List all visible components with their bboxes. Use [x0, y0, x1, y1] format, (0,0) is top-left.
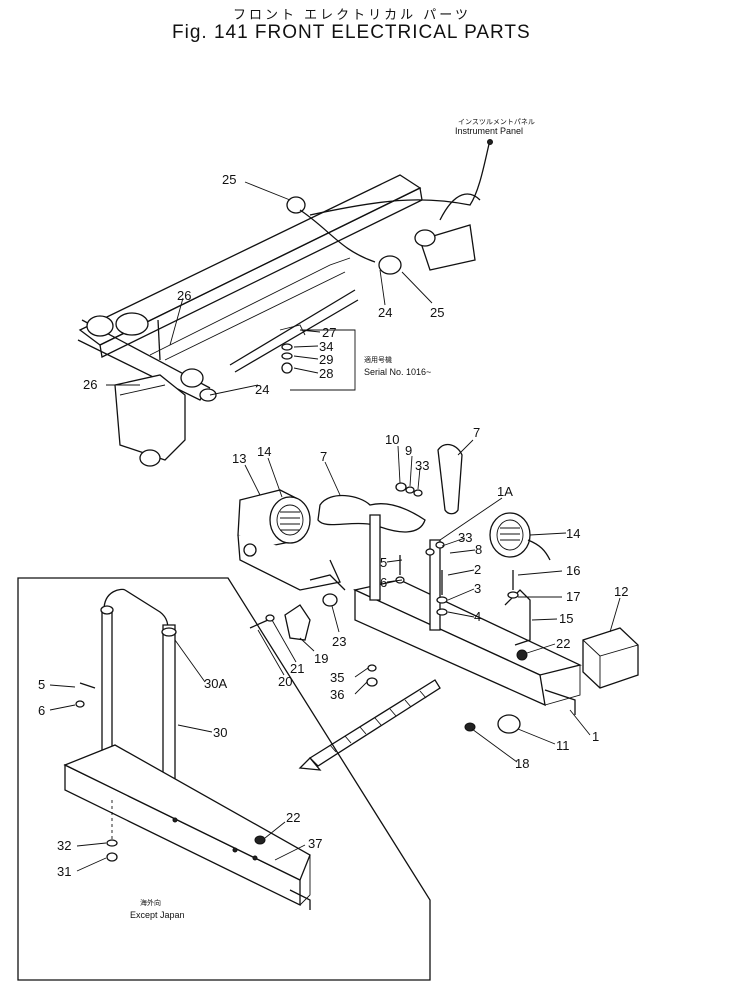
callout-9: 9 — [405, 443, 412, 458]
callout-24-a: 24 — [378, 305, 392, 320]
callout-16: 16 — [566, 563, 580, 578]
middle-leaders — [244, 439, 621, 763]
serial-note-jp: 適用号機 — [364, 355, 392, 364]
callout-31: 31 — [57, 864, 71, 879]
callout-21: 21 — [290, 661, 304, 676]
callout-1A: 1A — [497, 484, 513, 499]
callout-6-b: 6 — [38, 703, 45, 718]
front-bar-assembly — [237, 443, 639, 771]
instrument-panel-note: Instrument Panel — [455, 126, 523, 136]
callout-26-b: 26 — [83, 377, 97, 392]
callout-14-a: 14 — [257, 444, 271, 459]
callout-3: 3 — [474, 581, 481, 596]
callout-27: 27 — [322, 325, 336, 340]
callout-7-b: 7 — [320, 449, 327, 464]
callout-22-a: 22 — [556, 636, 570, 651]
inset-leaders — [49, 639, 306, 872]
instrument-panel-note-jp: インスツルメントパネル — [458, 118, 535, 126]
callout-19: 19 — [314, 651, 328, 666]
callout-25-a: 25 — [222, 172, 236, 187]
upper-leaders — [106, 181, 433, 396]
callout-30A: 30A — [204, 676, 227, 691]
callout-30: 30 — [213, 725, 227, 740]
except-japan-note: Except Japan — [130, 910, 185, 920]
callout-35: 35 — [330, 670, 344, 685]
callout-22-b: 22 — [286, 810, 300, 825]
callout-25-b: 25 — [430, 305, 444, 320]
callout-32: 32 — [57, 838, 71, 853]
callout-36: 36 — [330, 687, 344, 702]
callout-5-a: 5 — [380, 555, 387, 570]
callout-14-b: 14 — [566, 526, 580, 541]
inset-panel-except-japan — [17, 577, 431, 981]
callout-37: 37 — [308, 836, 322, 851]
callout-8: 8 — [475, 542, 482, 557]
callout-labels: 25 25 24 24 26 26 27 34 29 28 10 9 33 7 … — [38, 172, 628, 879]
figure-title: Fig. 141 FRONT ELECTRICAL PARTS — [172, 22, 531, 43]
callout-11: 11 — [556, 738, 570, 753]
figure-title-japanese: フロント エレクトリカル パーツ — [233, 8, 472, 23]
callout-13: 13 — [232, 451, 246, 466]
callout-6-a: 6 — [380, 575, 387, 590]
callout-1: 1 — [592, 729, 599, 744]
callout-17: 17 — [566, 589, 580, 604]
callout-23: 23 — [332, 634, 346, 649]
callout-29: 29 — [319, 352, 333, 367]
callout-4: 4 — [474, 609, 481, 624]
callout-20: 20 — [278, 674, 292, 689]
callout-33-b: 33 — [458, 530, 472, 545]
callout-34: 34 — [319, 339, 333, 354]
callout-33-a: 33 — [415, 458, 429, 473]
callout-7-a: 7 — [473, 425, 480, 440]
callout-28: 28 — [319, 366, 333, 381]
callout-18: 18 — [515, 756, 529, 771]
callout-5-b: 5 — [38, 677, 45, 692]
callout-12: 12 — [614, 584, 628, 599]
except-japan-note-jp: 海外向 — [140, 898, 161, 907]
callout-24-b: 24 — [255, 382, 269, 397]
callout-15: 15 — [559, 611, 573, 626]
callout-2: 2 — [474, 562, 481, 577]
serial-note: Serial No. 1016~ — [364, 367, 431, 377]
callout-26-a: 26 — [177, 288, 191, 303]
upper-frame-assembly — [77, 139, 493, 467]
callout-10: 10 — [385, 432, 399, 447]
